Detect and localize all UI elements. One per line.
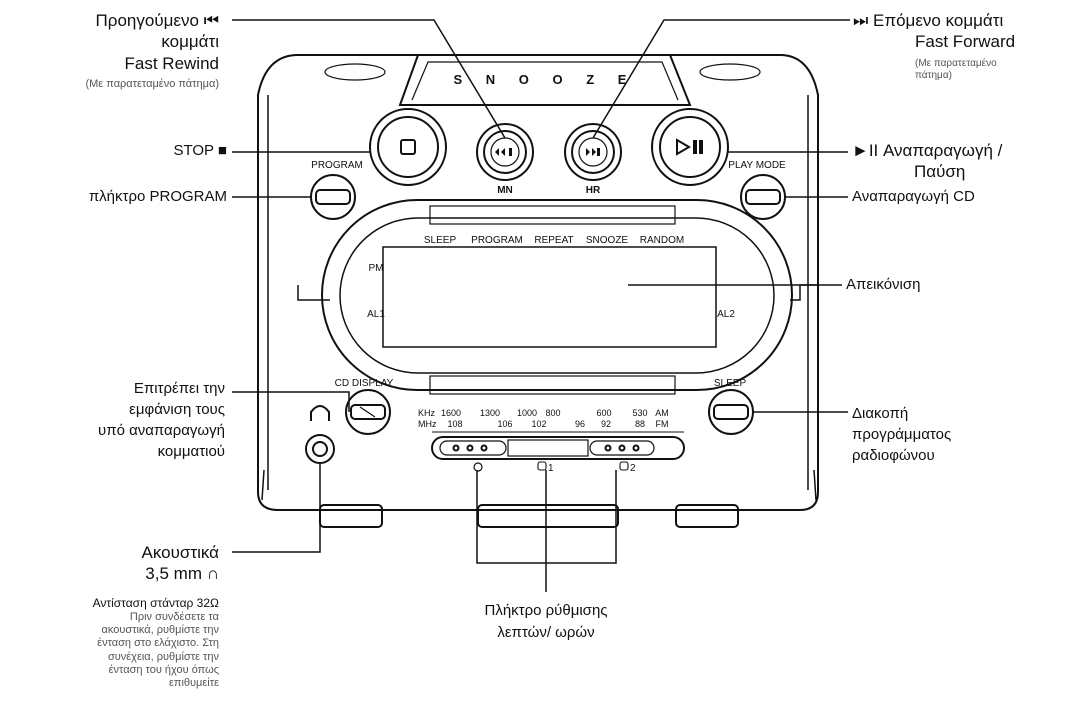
headphones-label: Ακουστικά 3,5 mm ∩ xyxy=(141,543,220,584)
tuner-khz-1300: 1300 xyxy=(480,408,500,418)
tuner-khz-1600: 1600 xyxy=(441,408,461,418)
lcd-al2: AL2 xyxy=(717,309,735,320)
tuner-mhz-108: 108 xyxy=(447,419,462,429)
tuner-fm: FM xyxy=(656,419,669,429)
sleep-panel-label: SLEEP xyxy=(714,378,747,389)
hr-mark: HR xyxy=(586,185,601,196)
play-pause-button[interactable] xyxy=(659,116,721,178)
prev-icon xyxy=(495,148,512,156)
brand-text: S N O O Z E xyxy=(454,72,637,87)
headphone-jack[interactable] xyxy=(305,434,335,464)
foot-mid xyxy=(477,504,619,528)
play-mode-panel-label: PLAY MODE xyxy=(728,160,786,171)
next-button-ring xyxy=(564,123,622,181)
lcd-sleep: SLEEP xyxy=(424,235,457,246)
cd-display-button[interactable] xyxy=(350,404,386,420)
play-pause-button-ring xyxy=(651,108,729,186)
radio-stop-label: Διακοπή προγράμματος ραδιοφώνου xyxy=(852,405,952,464)
device-body xyxy=(257,54,819,511)
lcd-snooze: SNOOZE xyxy=(586,235,629,246)
alarm1-icon-label: 1 xyxy=(548,463,554,474)
lcd-random: RANDOM xyxy=(640,235,684,246)
prev-track-label: Προηγούμενο ⏮ κομμάτι Fast Rewind xyxy=(95,11,219,73)
tuner-khz-800: 800 xyxy=(545,408,560,418)
headphones-glyph-icon: ∩ xyxy=(206,564,219,584)
snooze-bar[interactable] xyxy=(398,54,692,106)
cd-display-info-label: Επιτρέπει την εμφάνιση τους υπό αναπαραγ… xyxy=(98,380,225,460)
foot-right xyxy=(675,504,739,528)
lcd-screen xyxy=(382,246,717,348)
display-label: Απεικόνιση xyxy=(846,276,921,293)
tuner-mhz-96: 96 xyxy=(575,419,585,429)
headphone-note: Πριν συνδέσετε τα ακουστικά, ρυθμίστε τη… xyxy=(97,611,219,689)
cd-display-panel-label: CD DISPLAY xyxy=(335,378,394,389)
tuner-am: AM xyxy=(655,408,669,418)
stop-button-ring xyxy=(369,108,447,186)
tuner-mhz-unit: MHz xyxy=(418,419,437,429)
tuner-slider-track[interactable] xyxy=(431,436,685,460)
lcd-al1: AL1 xyxy=(367,309,385,320)
play-icon xyxy=(676,138,691,156)
alarm2-icon xyxy=(619,461,629,471)
stop-label: STOP ■ xyxy=(173,142,227,159)
time-set-slider[interactable] xyxy=(507,439,589,457)
alarm1-icon xyxy=(537,461,547,471)
program-key-label: πλήκτρο PROGRAM xyxy=(88,188,227,205)
lcd-repeat: REPEAT xyxy=(534,235,573,246)
stop-button[interactable] xyxy=(377,116,439,178)
lcd-program: PROGRAM xyxy=(471,235,523,246)
prev-track-note: (Με παρατεταμένο πάτημα) xyxy=(85,78,219,90)
prev-button-ring xyxy=(476,123,534,181)
tuner-mhz-88: 88 xyxy=(635,419,645,429)
tuner-khz-530: 530 xyxy=(632,408,647,418)
program-panel-label: PROGRAM xyxy=(311,160,363,171)
program-button[interactable] xyxy=(315,189,351,205)
next-track-note: (Με παρατεταμένο πάτημα) xyxy=(915,58,997,81)
tuner-khz-unit: KHz xyxy=(418,408,436,418)
play-pause-label: ►II Αναπαραγωγή / Παύση xyxy=(852,141,1003,182)
sleep-button[interactable] xyxy=(713,404,749,420)
lcd-pm: PM xyxy=(369,263,384,274)
tuner-mhz-106: 106 xyxy=(497,419,512,429)
next-track-label: ⏭ Επόμενο κομμάτι Fast Forward xyxy=(853,11,1016,52)
tuner-khz-1000: 1000 xyxy=(517,408,537,418)
display-housing xyxy=(321,199,793,391)
next-icon xyxy=(586,148,600,156)
clock-off-icon xyxy=(473,462,483,472)
tuner-mhz-102: 102 xyxy=(531,419,546,429)
headphone-icon xyxy=(310,405,330,421)
mn-mark: MN xyxy=(497,185,513,196)
foot-left xyxy=(319,504,383,528)
play-mode-button[interactable] xyxy=(745,189,781,205)
impedance-label: Αντίσταση στάνταρ 32Ω xyxy=(92,596,219,610)
cd-play-label: Αναπαραγωγή CD xyxy=(852,188,975,205)
alarm2-icon-label: 2 xyxy=(630,463,636,474)
time-set-label: Πλήκτρο ρύθμισης λεπτών/ ωρών xyxy=(484,602,608,641)
next-button[interactable] xyxy=(571,130,615,174)
tuner-mhz-92: 92 xyxy=(601,419,611,429)
prev-button[interactable] xyxy=(483,130,527,174)
tuner-khz-600: 600 xyxy=(596,408,611,418)
